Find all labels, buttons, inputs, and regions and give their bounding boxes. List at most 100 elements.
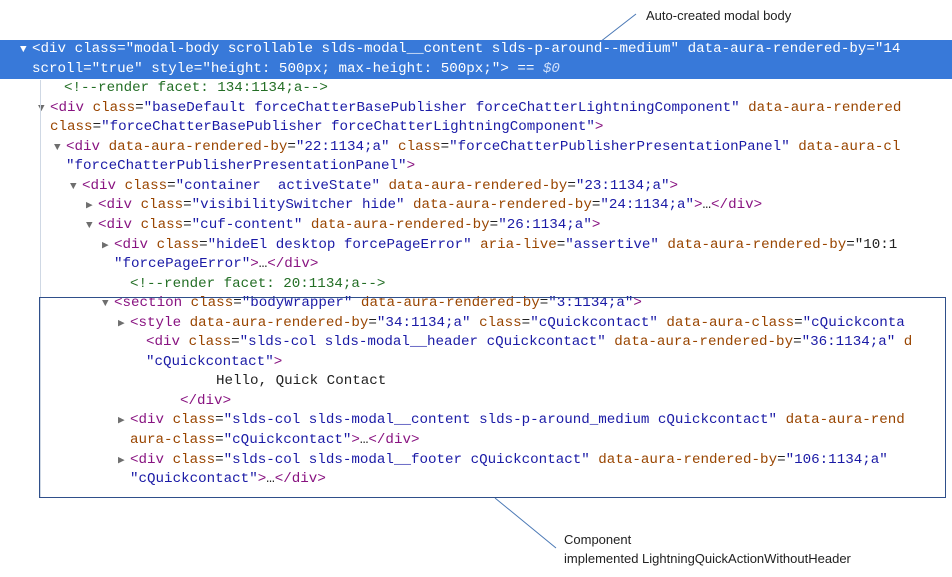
dom-node-line-16[interactable]: <div class="slds-col slds-modal__header … [0, 333, 952, 353]
token-an: class [132, 216, 184, 233]
token-tg: </div> [267, 256, 319, 273]
expand-triangle-icon[interactable]: ▼ [20, 44, 27, 56]
token-an: class [84, 99, 136, 116]
dom-node-line-21[interactable]: aura-class="cQuickcontact">…</div> [0, 431, 952, 451]
token-tx: = [92, 119, 102, 136]
token-tg: > [694, 197, 703, 214]
token-tx: = [556, 236, 566, 253]
collapse-triangle-icon[interactable]: ▶ [86, 200, 93, 213]
dom-node-line-23[interactable]: "cQuickcontact">…</div> [0, 470, 952, 490]
token-av: "forceChatterPublisherPresentationPanel" [449, 138, 790, 155]
token-tx: = [135, 99, 144, 116]
token-an: data-aura-rendered-by [100, 138, 288, 155]
collapse-triangle-icon[interactable]: ▶ [118, 415, 125, 428]
dom-node-line-18[interactable]: Hello, Quick Contact [0, 372, 952, 392]
token-tx: = [287, 138, 296, 155]
token-av: "cQuickcontact" [530, 314, 658, 331]
token-av: "36:1134;a" [801, 334, 896, 351]
token-tg: > [351, 432, 360, 448]
token-tx: = [215, 432, 224, 448]
dom-node-line-3[interactable]: <!--render facet: 134:1134;a--> [0, 79, 952, 99]
token-tg: > [273, 353, 283, 370]
token-tx: = [233, 295, 242, 312]
token-tg: > [633, 295, 642, 312]
dom-node-line-4[interactable]: ▼<div class="baseDefault forceChatterBas… [0, 99, 952, 119]
token-tg: > [669, 177, 679, 194]
token-an: class [164, 451, 216, 468]
dom-node-line-14[interactable]: ▼<section class="bodyWrapper" data-aura-… [0, 294, 952, 314]
token-tx: == [508, 60, 543, 77]
dom-node-line-19[interactable]: </div> [0, 392, 952, 412]
token-an: style [142, 60, 194, 77]
dom-node-line-11[interactable]: ▶<div class="hideEl desktop forcePageErr… [0, 236, 952, 256]
dom-node-line-15[interactable]: ▶<style data-aura-rendered-by="34:1134;a… [0, 314, 952, 334]
expand-triangle-icon[interactable]: ▼ [38, 102, 45, 115]
leader-line-top [599, 13, 637, 43]
dom-node-line-5[interactable]: class="forceChatterBasePublisher forceCh… [0, 118, 952, 138]
token-tg: <div [98, 216, 133, 233]
leader-line-bottom [494, 497, 557, 549]
token-tg: </div> [711, 197, 763, 214]
token-an: scroll [32, 60, 84, 77]
token-tx: = [83, 60, 92, 77]
dom-node-line-6[interactable]: ▼<div data-aura-rendered-by="22:1134;a" … [0, 138, 952, 158]
token-av: "slds-col slds-modal__header cQuickconta… [239, 334, 606, 351]
dom-node-line-2[interactable]: scroll="true" style="height: 500px; max-… [0, 59, 952, 80]
token-tx: = [117, 41, 126, 57]
token-av: "cQuickconta [802, 314, 905, 331]
token-av: "24:1134;a" [600, 197, 695, 214]
token-an: class [66, 41, 118, 57]
token-tg: <div [114, 236, 149, 253]
dom-node-line-12[interactable]: "forcePageError">…</div> [0, 255, 952, 275]
annotation-component-line1: Component [564, 532, 632, 547]
token-tx: Hello, Quick Contact [216, 373, 387, 390]
collapse-triangle-icon[interactable]: ▶ [102, 239, 109, 252]
token-av: "26:1134;a" [498, 216, 592, 233]
expand-triangle-icon[interactable]: ▼ [70, 180, 77, 193]
token-an: class [148, 236, 200, 253]
indent-guide [40, 80, 41, 498]
dom-node-line-1[interactable]: ▼<div class="modal-body scrollable slds-… [0, 40, 952, 60]
dom-node-line-7[interactable]: "forceChatterPublisherPresentationPanel"… [0, 157, 952, 177]
token-tx: = [193, 60, 203, 77]
token-tg: > [591, 216, 601, 233]
token-tx: … [266, 471, 275, 488]
token-tx: ="14 [866, 41, 901, 57]
collapse-triangle-icon[interactable]: ▶ [118, 317, 125, 330]
expand-triangle-icon[interactable]: ▼ [54, 141, 61, 154]
token-an: data-aura-rendered-by [404, 197, 592, 214]
dom-node-line-9[interactable]: ▶<div class="visibilitySwitcher hide" da… [0, 196, 952, 216]
token-tx: = [215, 451, 224, 468]
token-an: class [50, 119, 93, 136]
token-tx: = [368, 314, 377, 331]
token-av: "slds-col slds-modal__footer cQuickconta… [223, 451, 590, 468]
token-tg: > [500, 60, 509, 77]
dom-node-line-13[interactable]: <!--render facet: 20:1134;a--> [0, 275, 952, 295]
token-tg: <div [146, 334, 181, 351]
token-av: "cuf-content" [191, 216, 303, 233]
token-av: "cQuickcontact" [223, 432, 352, 448]
dom-node-line-10[interactable]: ▼<div class="cuf-content" data-aura-rend… [0, 216, 952, 236]
token-tx: = [231, 334, 240, 351]
component-highlight-box [39, 297, 946, 498]
dom-node-line-8[interactable]: ▼<div class="container activeState" data… [0, 177, 952, 197]
expand-triangle-icon[interactable]: ▼ [86, 219, 93, 232]
expand-triangle-icon[interactable]: ▼ [102, 298, 109, 311]
token-an: data-aura-cl [789, 138, 901, 155]
dom-node-line-22[interactable]: ▶<div class="slds-col slds-modal__footer… [0, 451, 952, 471]
token-av: "forceChatterPublisherPresentationPanel" [66, 158, 407, 175]
token-av: "bodyWrapper" [241, 295, 353, 312]
token-av: "34:1134;a" [376, 314, 471, 331]
token-an: class [132, 197, 184, 214]
token-tx: … [258, 256, 268, 273]
dom-node-line-17[interactable]: "cQuickcontact"> [0, 353, 952, 373]
dom-node-line-20[interactable]: ▶<div class="slds-col slds-modal__conten… [0, 411, 952, 431]
token-an: data-aura-rendered-by [352, 295, 540, 312]
token-tx: = [539, 295, 549, 312]
token-an: d [895, 334, 913, 351]
annotation-component: Component implemented LightningQuickActi… [564, 530, 851, 568]
token-tx: = [567, 177, 576, 194]
token-tx: = [521, 314, 531, 331]
collapse-triangle-icon[interactable]: ▶ [118, 454, 125, 467]
token-av: "cQuickcontact" [130, 471, 258, 488]
